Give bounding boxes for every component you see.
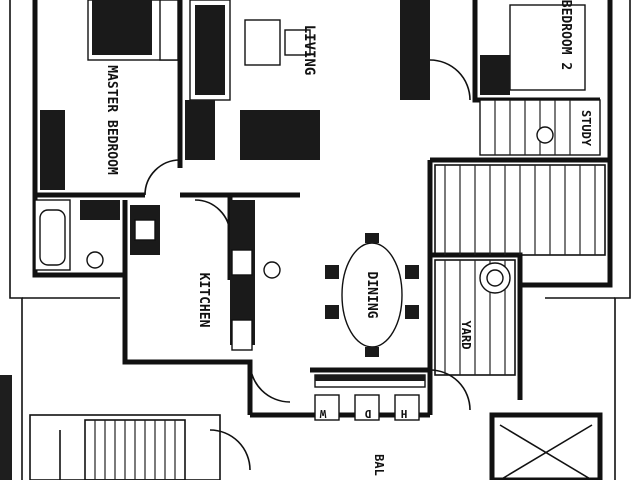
living-furniture <box>185 0 320 160</box>
site-outline <box>9 0 631 480</box>
bedroom2-furniture <box>400 0 586 100</box>
label-bedroom-2: BEDROOM 2 <box>558 0 573 70</box>
door-swings <box>144 59 471 471</box>
label-appliance-h: H <box>401 407 408 420</box>
master-bath <box>34 199 120 271</box>
label-study: STUDY <box>579 110 593 147</box>
study-shelves <box>479 99 601 156</box>
master-bed <box>40 0 179 190</box>
appliance-bays <box>314 374 426 421</box>
hatched-areas <box>434 164 606 256</box>
dining-table <box>325 233 419 357</box>
label-living: LIVING <box>301 25 317 76</box>
label-kitchen: KITCHEN <box>196 273 211 328</box>
staircase <box>29 414 221 480</box>
label-appliance-d: D <box>364 407 371 420</box>
label-appliance-w: W <box>319 407 326 420</box>
label-dining: DINING <box>364 272 379 319</box>
exterior-walls <box>32 0 613 418</box>
label-master-bedroom: MASTER BEDROOM <box>104 65 119 175</box>
lift-shaft <box>489 412 603 480</box>
edge-shadow <box>0 375 12 480</box>
yard-area <box>434 259 516 376</box>
kitchen-counters <box>130 200 281 351</box>
label-balcony: BAL <box>372 454 386 476</box>
label-yard: YARD <box>459 321 473 350</box>
